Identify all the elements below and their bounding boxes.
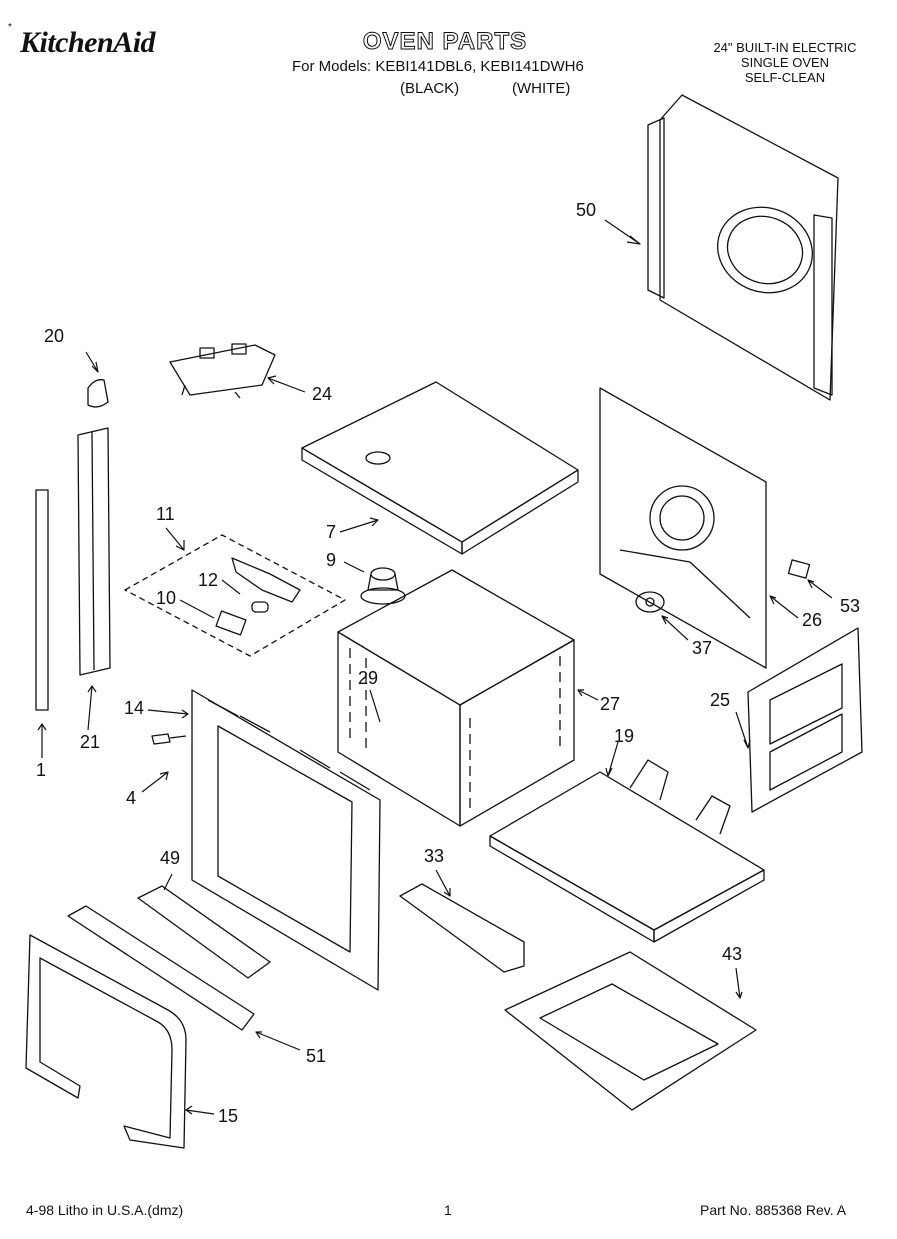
spec-block: 24" BUILT-IN ELECTRIC SINGLE OVEN SELF-C… xyxy=(690,40,880,85)
footer-part-number: Part No. 885368 Rev. A xyxy=(700,1202,847,1218)
callout-29: 29 xyxy=(358,668,379,688)
callout-25: 25 xyxy=(710,690,731,710)
callout-14: 14 xyxy=(124,698,145,718)
brand-logo: KitchenAid xyxy=(20,26,156,59)
callout-53: 53 xyxy=(840,596,861,616)
callout-10: 10 xyxy=(156,588,177,608)
part-51-trim-bar xyxy=(67,905,255,1031)
spec-line-1: 24" BUILT-IN ELECTRIC xyxy=(713,40,857,55)
footer-print-info: 4-98 Litho in U.S.A.(dmz) xyxy=(26,1202,184,1218)
part-27-oven-cavity xyxy=(337,569,575,827)
part-26-side-panel xyxy=(599,387,767,669)
part-1-trim xyxy=(35,489,49,711)
leader-lines xyxy=(37,219,833,1115)
variant-white: (WHITE) xyxy=(512,80,571,97)
footer-page-number: 1 xyxy=(444,1202,452,1218)
models-line: For Models: KEBI141DBL6, KEBI141DWH6 xyxy=(292,58,584,75)
callout-33: 33 xyxy=(424,846,445,866)
callout-49: 49 xyxy=(160,848,181,868)
callout-11: 11 xyxy=(156,504,175,524)
part-24-terminal-block xyxy=(169,343,276,399)
part-4-screw xyxy=(151,733,187,745)
part-50-rear-panel xyxy=(647,94,839,401)
callout-4: 4 xyxy=(126,788,137,808)
part-15-gasket xyxy=(25,934,187,1149)
callout-24: 24 xyxy=(312,384,333,404)
part-37-fitting xyxy=(635,591,665,613)
callout-9: 9 xyxy=(326,550,337,570)
part-21-side-trim xyxy=(77,427,111,676)
variant-black: (BLACK) xyxy=(400,80,460,97)
callout-21: 21 xyxy=(80,732,101,752)
part-25-side-panel xyxy=(747,627,863,813)
part-43-bottom-tray xyxy=(504,951,757,1111)
part-14-front-frame xyxy=(191,689,381,991)
part-33-channel xyxy=(399,883,525,973)
callout-15: 15 xyxy=(218,1106,239,1126)
callout-7: 7 xyxy=(326,522,337,542)
part-53-switch xyxy=(787,559,811,579)
part-20-bracket xyxy=(87,379,109,408)
callout-19: 19 xyxy=(614,726,635,746)
callout-12: 12 xyxy=(198,570,219,590)
callout-20: 20 xyxy=(44,326,65,346)
callout-1: 1 xyxy=(36,760,47,780)
part-19-bottom-panel xyxy=(489,759,765,943)
brand-star-mark: * xyxy=(8,22,12,33)
part-11-kit-outline xyxy=(124,534,346,657)
spec-line-3: SELF-CLEAN xyxy=(744,70,826,85)
part-11-kit-components xyxy=(215,557,301,636)
spec-line-2: SINGLE OVEN xyxy=(740,55,830,70)
part-7-top-panel xyxy=(301,381,579,555)
page-title: OVEN PARTS xyxy=(362,28,528,56)
callout-50: 50 xyxy=(576,200,597,220)
callout-26: 26 xyxy=(802,610,823,630)
part-49-vent xyxy=(137,885,271,979)
callout-51: 51 xyxy=(306,1046,327,1066)
callout-37: 37 xyxy=(692,638,713,658)
callout-43: 43 xyxy=(722,944,743,964)
callout-27: 27 xyxy=(600,694,621,714)
